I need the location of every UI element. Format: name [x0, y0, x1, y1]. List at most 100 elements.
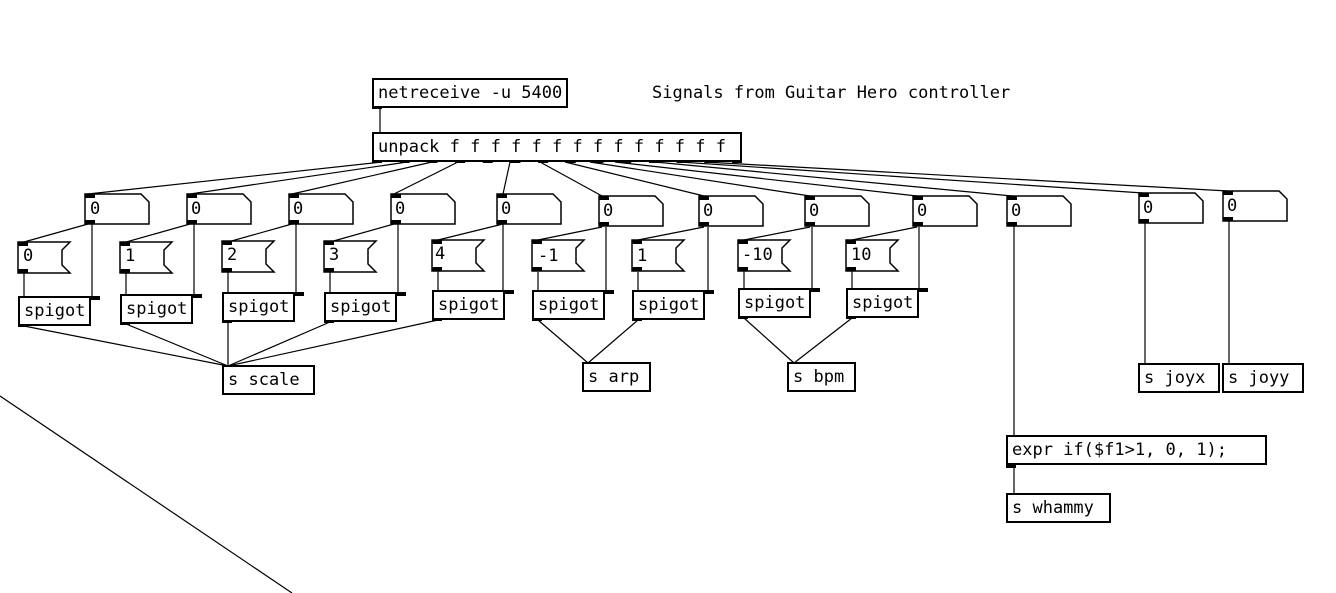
number-box-2[interactable]: 0 — [191, 199, 202, 219]
message-box-1[interactable]: 0 — [23, 246, 34, 266]
message-box-inlet-6 — [532, 240, 542, 244]
message-box-inlet-1 — [18, 242, 28, 246]
number-box-outlet-4 — [391, 220, 401, 224]
number-box-inlet-2 — [187, 194, 197, 198]
number-box-3[interactable]: 0 — [293, 199, 304, 219]
number-box-11[interactable]: 0 — [1143, 198, 1154, 218]
number-box-outline-3 — [288, 193, 354, 225]
message-box-outlet-8 — [738, 267, 748, 271]
message-box-outlet-4 — [324, 268, 334, 272]
number-box-outlet-5 — [497, 220, 507, 224]
expr-object[interactable]: expr if($f1>1, 0, 1); — [1006, 435, 1267, 465]
number-box-outlet-9 — [913, 222, 923, 226]
spigot-object-2[interactable]: spigot — [120, 294, 194, 324]
object-inlet-7-2 — [504, 290, 514, 294]
message-box-7[interactable]: 1 — [637, 246, 648, 266]
unpack-object[interactable]: unpack f f f f f f f f f f f f f f — [372, 132, 742, 162]
netreceive-object[interactable]: netreceive -u 5400 — [372, 78, 569, 108]
object-inlet-9-2 — [704, 290, 714, 294]
number-box-12[interactable]: 0 — [1227, 196, 1238, 216]
message-box-2[interactable]: 1 — [125, 246, 136, 266]
number-box-inlet-3 — [289, 194, 299, 198]
send-whammy-object[interactable]: s whammy — [1006, 493, 1111, 523]
object-inlet-5-2 — [294, 292, 304, 296]
message-box-outlet-7 — [632, 267, 642, 271]
message-box-outlet-9 — [846, 267, 856, 271]
number-box-9[interactable]: 0 — [917, 201, 928, 221]
message-box-outlet-1 — [18, 269, 28, 273]
message-box-3[interactable]: 2 — [227, 245, 238, 265]
number-box-inlet-4 — [391, 194, 401, 198]
number-box-outlet-7 — [699, 222, 709, 226]
send-bpm-object[interactable]: s bpm — [787, 362, 856, 392]
spigot-object-5[interactable]: spigot — [432, 290, 506, 320]
number-box-inlet-5 — [497, 194, 507, 198]
spigot-object-6[interactable]: spigot — [532, 290, 606, 320]
spigot-object-7[interactable]: spigot — [632, 290, 706, 320]
number-box-outline-9 — [912, 195, 978, 227]
number-box-8[interactable]: 0 — [809, 201, 820, 221]
object-outlet-17-1 — [1006, 464, 1016, 468]
message-box-inlet-7 — [632, 240, 642, 244]
number-box-outlet-1 — [85, 220, 95, 224]
spigot-object-4[interactable]: spigot — [324, 292, 398, 322]
message-box-inlet-8 — [738, 240, 748, 244]
object-inlet-6-2 — [396, 292, 406, 296]
number-box-inlet-6 — [599, 196, 609, 200]
spigot-object-9[interactable]: spigot — [846, 288, 920, 318]
send-joyy-object[interactable]: s joyy — [1222, 363, 1304, 393]
number-box-outlet-12 — [1223, 217, 1233, 221]
number-box-inlet-12 — [1223, 191, 1233, 195]
number-box-outline-2 — [186, 193, 252, 225]
number-box-outlet-10 — [1007, 222, 1017, 226]
message-box-inlet-9 — [846, 240, 856, 244]
number-box-outline-10 — [1006, 195, 1072, 227]
number-box-5[interactable]: 0 — [501, 199, 512, 219]
message-box-9[interactable]: 10 — [851, 245, 872, 265]
message-box-5[interactable]: 4 — [435, 244, 446, 264]
message-box-6[interactable]: -1 — [538, 246, 559, 266]
number-box-inlet-9 — [913, 196, 923, 200]
number-box-inlet-1 — [85, 194, 95, 198]
send-scale-object[interactable]: s scale — [222, 365, 315, 395]
patch-comment: Signals from Guitar Hero controller — [652, 83, 1011, 103]
message-box-outlet-2 — [120, 269, 130, 273]
object-inlet-10-2 — [810, 288, 820, 292]
number-box-4[interactable]: 0 — [395, 199, 406, 219]
spigot-object-3[interactable]: spigot — [222, 292, 296, 322]
object-inlet-8-2 — [604, 290, 614, 294]
number-box-inlet-10 — [1007, 196, 1017, 200]
number-box-outline-8 — [804, 195, 870, 227]
number-box-outline-1 — [84, 193, 150, 225]
number-box-outline-4 — [390, 193, 456, 225]
number-box-outline-6 — [598, 195, 664, 227]
number-box-inlet-7 — [699, 196, 709, 200]
number-box-outlet-2 — [187, 220, 197, 224]
spigot-object-1[interactable]: spigot — [18, 296, 92, 326]
send-joyx-object[interactable]: s joyx — [1138, 363, 1220, 393]
message-box-8[interactable]: -10 — [742, 245, 773, 265]
number-box-7[interactable]: 0 — [703, 201, 714, 221]
message-box-inlet-2 — [120, 242, 130, 246]
message-box-inlet-5 — [432, 240, 442, 244]
number-box-outlet-3 — [289, 220, 299, 224]
send-arp-object[interactable]: s arp — [582, 362, 651, 392]
number-box-outline-12 — [1222, 190, 1288, 222]
message-box-outlet-3 — [222, 268, 232, 272]
number-box-6[interactable]: 0 — [603, 201, 614, 221]
message-box-4[interactable]: 3 — [329, 245, 340, 265]
number-box-outlet-11 — [1139, 219, 1149, 223]
number-box-1[interactable]: 0 — [90, 199, 101, 219]
number-box-10[interactable]: 0 — [1011, 201, 1022, 221]
object-inlet-4-2 — [192, 294, 202, 298]
spigot-object-8[interactable]: spigot — [738, 288, 812, 318]
number-box-outlet-6 — [599, 222, 609, 226]
number-box-inlet-8 — [805, 196, 815, 200]
message-box-inlet-3 — [222, 241, 232, 245]
number-box-outline-11 — [1138, 192, 1204, 224]
number-box-outline-7 — [698, 195, 764, 227]
patch-cords — [0, 108, 1230, 593]
object-inlet-11-2 — [918, 288, 928, 292]
number-box-outlet-8 — [805, 222, 815, 226]
